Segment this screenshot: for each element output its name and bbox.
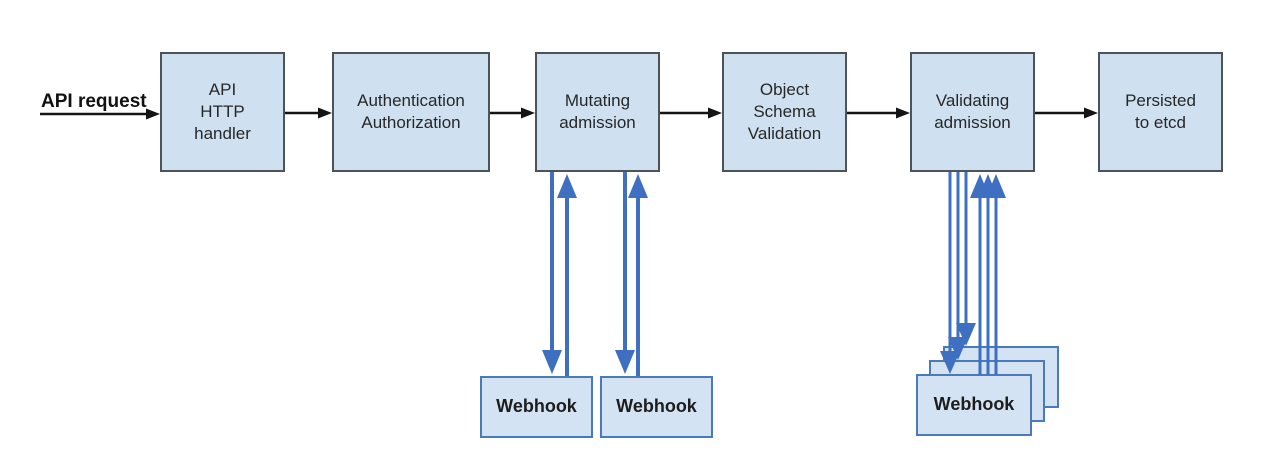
node-api-http-handler-label: API HTTP handler — [194, 79, 251, 144]
mutating-webhook-2: Webhook — [600, 376, 713, 438]
node-mutating-admission: Mutating admission — [535, 52, 660, 172]
mutating-webhook-1-return-arrow — [557, 174, 577, 376]
validating-webhook-return-arrow-3 — [986, 174, 1006, 375]
node-authentication-authorization: Authentication Authorization — [332, 52, 490, 172]
validating-webhook-front-label: Webhook — [933, 394, 1015, 415]
mutating-webhook-2-label: Webhook — [616, 396, 697, 417]
validating-webhook-return-arrow-1 — [970, 174, 990, 375]
validating-webhook-call-arrow-3 — [956, 172, 976, 346]
mutating-webhook-1: Webhook — [480, 376, 593, 438]
flow-arrow-schema-to-validating — [847, 107, 910, 119]
node-object-schema-validation: Object Schema Validation — [722, 52, 847, 172]
node-authentication-authorization-label: Authentication Authorization — [357, 90, 465, 132]
api-request-label: API request — [41, 91, 147, 112]
flow-arrow-validating-to-etcd — [1035, 107, 1098, 119]
flow-arrow-auth-to-mutating — [490, 107, 535, 119]
node-persisted-to-etcd: Persisted to etcd — [1098, 52, 1223, 172]
mutating-webhook-1-label: Webhook — [496, 396, 577, 417]
mutating-webhook-2-return-arrow — [628, 174, 648, 376]
validating-webhook-front: Webhook — [916, 374, 1032, 436]
flow-arrow-handler-to-auth — [285, 107, 332, 119]
flow-arrow-mutating-to-schema — [660, 107, 722, 119]
validating-webhook-call-arrow-2 — [948, 172, 968, 360]
node-mutating-admission-label: Mutating admission — [559, 90, 636, 132]
validating-webhook-call-arrow-1 — [940, 172, 960, 374]
mutating-webhook-1-call-arrow — [542, 172, 562, 374]
validating-webhook-return-arrow-2 — [978, 174, 998, 375]
mutating-webhook-2-call-arrow — [615, 172, 635, 374]
node-validating-admission-label: Validating admission — [934, 90, 1011, 132]
node-object-schema-validation-label: Object Schema Validation — [747, 79, 822, 144]
node-persisted-to-etcd-label: Persisted to etcd — [1125, 90, 1196, 132]
node-validating-admission: Validating admission — [910, 52, 1035, 172]
node-api-http-handler: API HTTP handler — [160, 52, 285, 172]
